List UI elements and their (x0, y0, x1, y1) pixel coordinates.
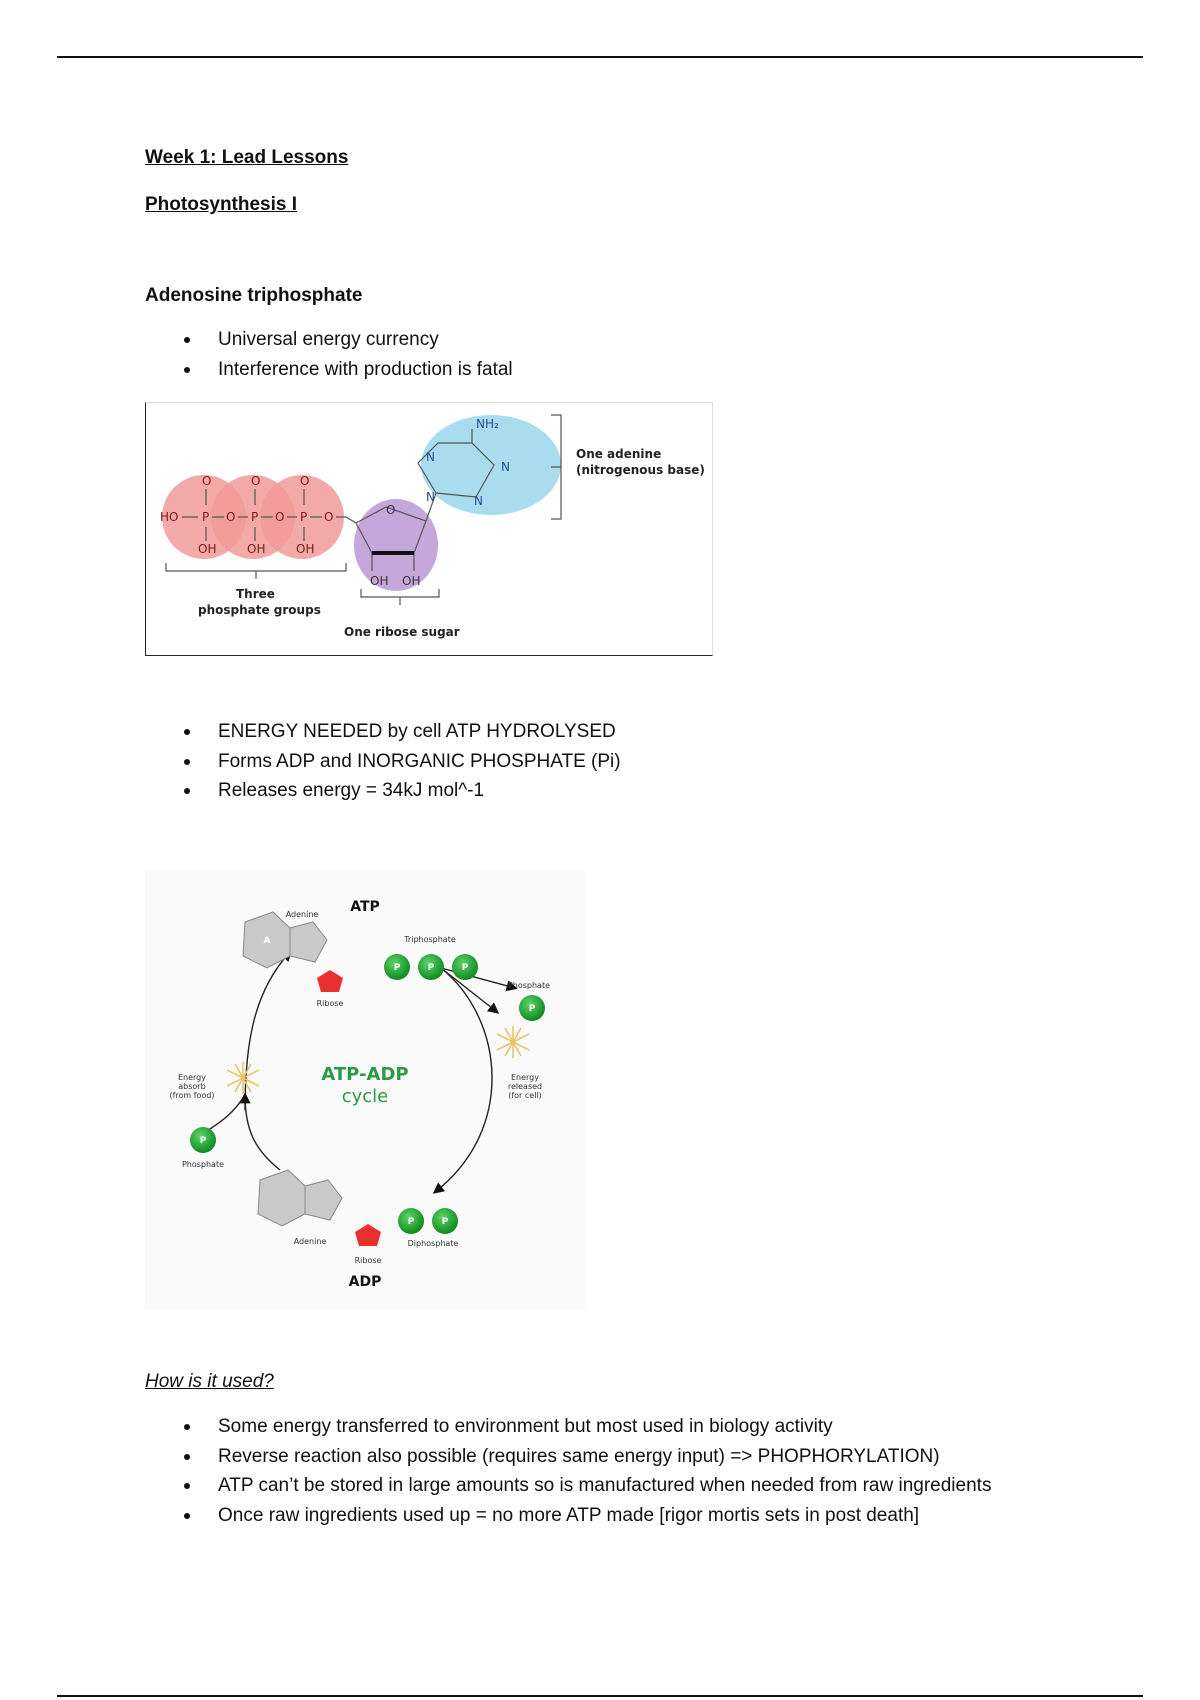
svg-text:Energy: Energy (511, 1073, 539, 1082)
svg-text:P: P (300, 510, 307, 524)
svg-text:N: N (426, 490, 435, 504)
list-item: Some energy transferred to environment b… (145, 1412, 991, 1442)
energy-burst-icon (226, 1026, 530, 1094)
list-item: Once raw ingredients used up = no more A… (145, 1501, 991, 1531)
svg-text:Ribose: Ribose (317, 999, 344, 1008)
svg-text:A: A (264, 936, 271, 946)
svg-text:(nitrogenous base): (nitrogenous base) (576, 463, 705, 477)
week-title: Week 1: Lead Lessons (145, 147, 349, 168)
svg-text:P: P (202, 510, 209, 524)
svg-text:OH: OH (296, 542, 314, 556)
svg-text:P: P (442, 1217, 449, 1227)
svg-text:phosphate groups: phosphate groups (198, 603, 321, 617)
svg-text:absorb: absorb (178, 1082, 205, 1091)
svg-text:OH: OH (247, 542, 265, 556)
bottom-rule (57, 1695, 1143, 1697)
svg-text:Energy: Energy (178, 1073, 206, 1082)
svg-text:O: O (386, 503, 395, 517)
list-item: Releases energy = 34kJ mol^-1 (145, 776, 621, 806)
svg-text:O: O (300, 474, 309, 488)
svg-text:Diphosphate: Diphosphate (408, 1239, 459, 1248)
svg-text:N: N (426, 450, 435, 464)
adenine-highlight (421, 415, 561, 515)
ribose-label: One ribose sugar (344, 625, 460, 639)
list-item: Universal energy currency (145, 325, 513, 355)
phosphate-label: Three (236, 587, 275, 601)
list-item: ATP can’t be stored in large amounts so … (145, 1471, 991, 1501)
section-heading-usage: How is it used? (145, 1371, 274, 1392)
svg-text:Phosphate: Phosphate (508, 981, 550, 990)
topic-title: Photosynthesis I (145, 194, 298, 215)
svg-text:P: P (428, 963, 435, 973)
svg-text:P: P (251, 510, 258, 524)
svg-text:P: P (200, 1136, 207, 1146)
svg-text:HO: HO (160, 510, 178, 524)
svg-text:P: P (394, 963, 401, 973)
svg-text:released: released (508, 1082, 542, 1091)
svg-text:(for cell): (for cell) (508, 1091, 542, 1100)
svg-text:P: P (408, 1217, 415, 1227)
adp-label: ADP (349, 1274, 382, 1290)
top-rule (57, 56, 1143, 58)
svg-text:OH: OH (370, 574, 388, 588)
list-item: Interference with production is fatal (145, 355, 513, 385)
svg-text:OH: OH (198, 542, 216, 556)
list-item: ENERGY NEEDED by cell ATP HYDROLYSED (145, 717, 621, 747)
svg-text:O: O (275, 510, 284, 524)
atp-molecule (242, 911, 545, 1021)
svg-text:O: O (202, 474, 211, 488)
svg-text:(from food): (from food) (169, 1091, 214, 1100)
svg-text:OH: OH (402, 574, 420, 588)
cycle-title: ATP-ADP (321, 1064, 408, 1085)
adp-molecule (190, 1127, 458, 1246)
svg-text:cycle: cycle (342, 1086, 389, 1107)
list-item: Reverse reaction also possible (requires… (145, 1442, 991, 1472)
svg-text:P: P (462, 963, 469, 973)
atp-structure-figure: HO P O P O P O O O O OH OH OH O OH OH (145, 402, 713, 656)
svg-text:N: N (474, 494, 483, 508)
list-item: Forms ADP and INORGANIC PHOSPHATE (Pi) (145, 747, 621, 777)
hydrolysis-bullet-list: ENERGY NEEDED by cell ATP HYDROLYSED For… (145, 717, 621, 806)
svg-text:O: O (226, 510, 235, 524)
svg-text:Triphosphate: Triphosphate (403, 935, 456, 944)
svg-text:NH₂: NH₂ (476, 417, 499, 431)
usage-bullet-list: Some energy transferred to environment b… (145, 1412, 991, 1530)
ribose-highlight (354, 499, 438, 591)
svg-text:N: N (501, 460, 510, 474)
svg-text:O: O (251, 474, 260, 488)
svg-text:Phosphate: Phosphate (182, 1160, 224, 1169)
svg-text:O: O (324, 510, 333, 524)
adenine-label: One adenine (576, 447, 661, 461)
svg-text:Ribose: Ribose (355, 1256, 382, 1265)
phosphate-groups (162, 475, 344, 559)
svg-text:Adenine: Adenine (286, 910, 319, 919)
atp-adp-cycle-figure: P P P P P P P A Adenine Triphosphate Pho… (145, 870, 585, 1310)
atp-bullet-list: Universal energy currency Interference w… (145, 325, 513, 384)
atp-label: ATP (350, 899, 380, 915)
section-heading-atp: Adenosine triphosphate (145, 285, 363, 306)
svg-text:Adenine: Adenine (294, 1237, 327, 1246)
svg-text:P: P (529, 1004, 536, 1014)
